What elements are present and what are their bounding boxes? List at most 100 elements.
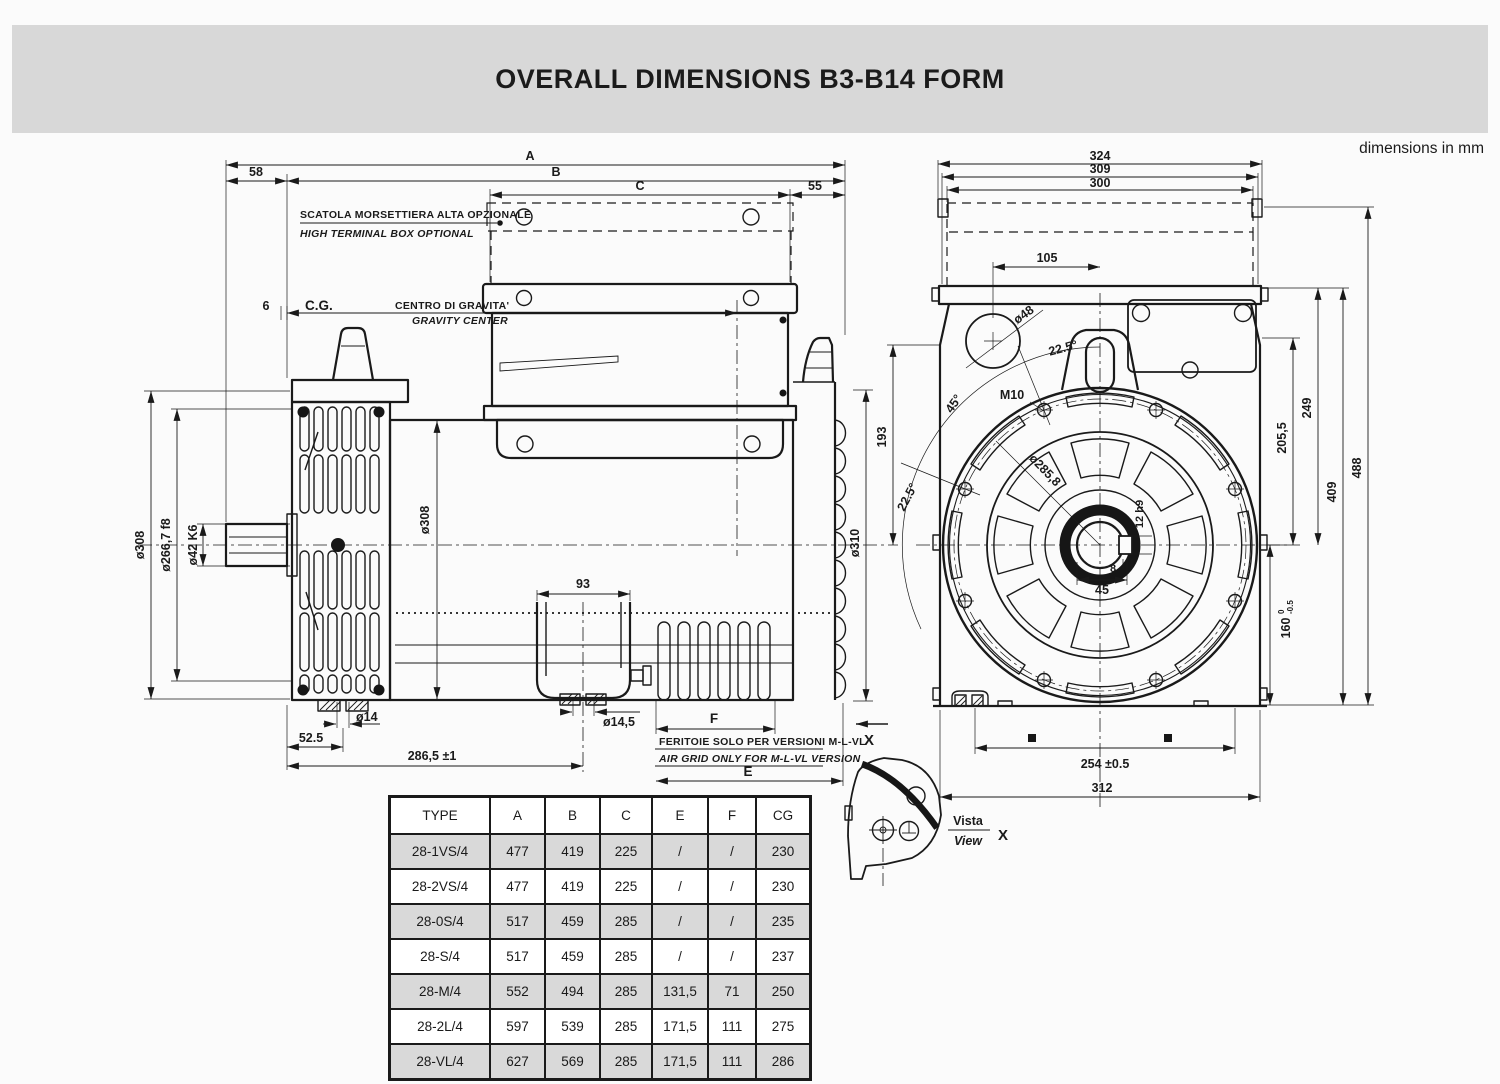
table-header-e: E xyxy=(652,797,708,834)
table-cell: 230 xyxy=(756,869,810,904)
svg-text:0: 0 xyxy=(1277,609,1286,614)
table-cell: 552 xyxy=(490,974,545,1009)
u-clamp xyxy=(535,602,632,700)
table-cell: 286 xyxy=(756,1044,810,1079)
dim-B: B xyxy=(551,165,560,179)
front-high-terminal-box xyxy=(937,198,1263,285)
table-cell: 28-0S/4 xyxy=(390,904,490,939)
table-cell: 285 xyxy=(600,939,652,974)
cg-abbr: C.G. xyxy=(305,298,333,313)
dim-C: C xyxy=(635,179,644,193)
table-cell: / xyxy=(708,869,756,904)
table-cell: 28-S/4 xyxy=(390,939,490,974)
dim-254: 254 ±0.5 xyxy=(1081,757,1130,771)
table-cell: / xyxy=(652,869,708,904)
table-cell: 285 xyxy=(600,974,652,1009)
table-cell: 285 xyxy=(600,904,652,939)
table-cell: 539 xyxy=(545,1009,600,1044)
dim-6: 6 xyxy=(263,299,270,313)
units-note: dimensions in mm xyxy=(1359,140,1484,157)
dim-488: 488 xyxy=(1350,458,1364,479)
table-cell: 285 xyxy=(600,1044,652,1079)
table-cell: 71 xyxy=(708,974,756,1009)
dim-E: E xyxy=(743,764,752,779)
angle-top: 22.5° xyxy=(1047,338,1079,359)
table-cell: / xyxy=(708,834,756,869)
frame-body xyxy=(388,418,833,702)
detail-label-view: View xyxy=(954,834,983,848)
dim-2865: 286,5 ±1 xyxy=(408,749,457,763)
note-air-grid-en: AIR GRID ONLY FOR M-L-VL VERSION xyxy=(658,753,861,765)
table-cell: 285 xyxy=(600,1009,652,1044)
dim-249: 249 xyxy=(1300,398,1314,419)
front-view: 324 309 300 105 ø48 22.5° 45° 22.5° M10 … xyxy=(894,149,1374,810)
title-banner: OVERALL DIMENSIONS B3-B14 FORM xyxy=(12,25,1488,133)
table-cell: 477 xyxy=(490,834,545,869)
table-cell: 171,5 xyxy=(652,1009,708,1044)
dim-key-depth: 8 xyxy=(1110,563,1116,575)
table-header-f: F xyxy=(708,797,756,834)
dim-300: 300 xyxy=(1090,176,1111,190)
dim-58: 58 xyxy=(249,165,263,179)
flange-face xyxy=(941,386,1259,704)
table-cell: 517 xyxy=(490,939,545,974)
table-cell: 419 xyxy=(545,834,600,869)
dim-409: 409 xyxy=(1325,482,1339,503)
dim-55: 55 xyxy=(808,179,822,193)
dim-key-width: 12 h9 xyxy=(1134,500,1146,528)
table-header-type: TYPE xyxy=(390,797,490,834)
air-grid-slots xyxy=(657,621,771,701)
table-cell: 28-1VS/4 xyxy=(390,834,490,869)
dim-frame-dia: ø308 xyxy=(418,506,432,535)
side-view-dimensions: A 58 B C 55 SCATOLA MORSETTIERA ALTA OPZ… xyxy=(133,149,940,786)
table-cell: 494 xyxy=(545,974,600,1009)
table-cell: 171,5 xyxy=(652,1044,708,1079)
rim-slots xyxy=(947,392,1253,698)
dim-m10: M10 xyxy=(1000,388,1024,402)
table-cell: / xyxy=(708,939,756,974)
dim-F: F xyxy=(710,711,718,726)
dim-spigot-dia: ø266,7 f8 xyxy=(159,518,173,572)
table-cell: 28-VL/4 xyxy=(390,1044,490,1079)
table-header-b: B xyxy=(545,797,600,834)
table-header-cg: CG xyxy=(756,797,810,834)
table-cell: 235 xyxy=(756,904,810,939)
table-cell: 419 xyxy=(545,869,600,904)
table-cell: 250 xyxy=(756,974,810,1009)
page-title: OVERALL DIMENSIONS B3-B14 FORM xyxy=(495,63,1005,94)
terminal-box xyxy=(481,202,799,460)
dim-hole-14: ø14 xyxy=(356,710,378,724)
table-cell: / xyxy=(652,904,708,939)
foot-and-clamp xyxy=(317,602,652,772)
angle-left: 22.5° xyxy=(894,481,920,513)
detail-view-x: Vista View X xyxy=(844,757,1008,886)
dim-louver-dia: ø310 xyxy=(848,529,862,558)
table-cell: 459 xyxy=(545,904,600,939)
spoke-slots xyxy=(993,438,1207,652)
view-x-arrow-label: X xyxy=(864,732,874,749)
shaft-center-dot xyxy=(331,538,345,552)
table-cell: 569 xyxy=(545,1044,600,1079)
dim-160: 160 0 -0.5 xyxy=(1277,600,1295,639)
nde-louvers xyxy=(792,336,847,700)
high-terminal-box-optional xyxy=(486,202,794,283)
table-cell: 111 xyxy=(708,1009,756,1044)
note-terminal-box-it: SCATOLA MORSETTIERA ALTA OPZIONALE xyxy=(300,209,531,221)
dim-324: 324 xyxy=(1090,149,1111,163)
dim-93: 93 xyxy=(576,577,590,591)
lifting-eye-side xyxy=(331,326,375,381)
side-panel xyxy=(1127,299,1257,379)
dim-309: 309 xyxy=(1090,162,1111,176)
detail-label-vista: Vista xyxy=(953,814,984,828)
cg-note-it: CENTRO DI GRAVITA' xyxy=(395,300,509,312)
table-cell: / xyxy=(652,834,708,869)
table-header-a: A xyxy=(490,797,545,834)
foot-pad xyxy=(951,690,989,707)
table-cell: 517 xyxy=(490,904,545,939)
table-cell: / xyxy=(708,904,756,939)
note-air-grid-it: FERITOIE SOLO PER VERSIONI M-L-VL xyxy=(659,736,866,748)
dim-193: 193 xyxy=(875,427,889,448)
front-body xyxy=(931,284,1269,742)
front-view-dimensions: 324 309 300 105 ø48 22.5° 45° 22.5° M10 … xyxy=(894,149,1374,802)
shaft xyxy=(224,513,298,577)
